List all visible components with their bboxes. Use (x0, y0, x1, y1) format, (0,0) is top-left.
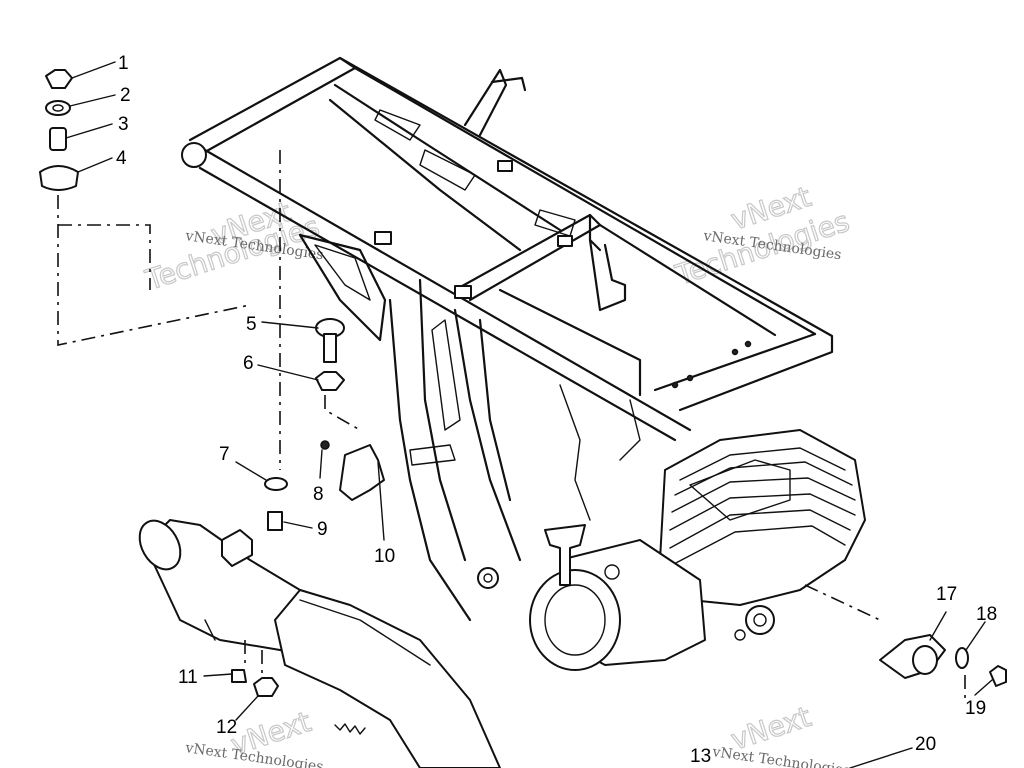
bolt-part-11 (231, 669, 247, 683)
callout-17: 17 (936, 584, 957, 605)
callout-7: 7 (219, 444, 230, 465)
watermark-text: vNext Technologies (710, 744, 851, 768)
watermark-right: vNext Technologies vNext Technologies (670, 179, 853, 292)
callout-12: 12 (216, 717, 237, 738)
callout-10: 10 (374, 546, 395, 567)
callout-9: 9 (317, 519, 328, 540)
callout-20: 20 (915, 734, 936, 755)
washer-part-2 (45, 100, 71, 116)
watermark-bottom-left: vNext vNext Technologies (183, 704, 324, 768)
callout-19: 19 (965, 698, 986, 719)
callout-1: 1 (118, 53, 129, 74)
nut-part-19 (989, 665, 1007, 687)
callout-2: 2 (120, 85, 131, 106)
washer-part-18 (955, 647, 969, 669)
nut-part-1 (45, 69, 73, 89)
screw-part-8 (320, 440, 330, 450)
callout-18: 18 (976, 604, 997, 625)
callout-13: 13 (690, 746, 711, 767)
mount-hardware (39, 69, 1007, 735)
spacer-part-3 (49, 127, 67, 151)
nut-part-12 (253, 677, 279, 697)
clip-part-10 (339, 444, 385, 501)
leader-lines (65, 61, 993, 768)
watermark-left: vNext Technologies vNext Technologies (140, 194, 324, 297)
callout-8: 8 (313, 484, 324, 505)
callout-6: 6 (243, 353, 254, 374)
nut-part-6 (315, 371, 345, 391)
spring (334, 723, 366, 735)
watermark-bottom-right: vNext vNext Technologies (710, 699, 851, 768)
frame (181, 56, 834, 622)
grommet-part-4 (39, 165, 79, 191)
bolt-part-9 (267, 511, 283, 531)
callout-5: 5 (246, 314, 257, 335)
callout-numbers: 1 2 3 4 5 6 7 8 9 10 11 12 13 17 18 19 2… (116, 53, 997, 767)
washer-part-7 (264, 477, 288, 491)
exhaust-pipe (138, 519, 501, 768)
engine (529, 429, 866, 671)
callout-11: 11 (178, 667, 198, 688)
callout-4: 4 (116, 148, 127, 169)
callout-3: 3 (118, 114, 129, 135)
